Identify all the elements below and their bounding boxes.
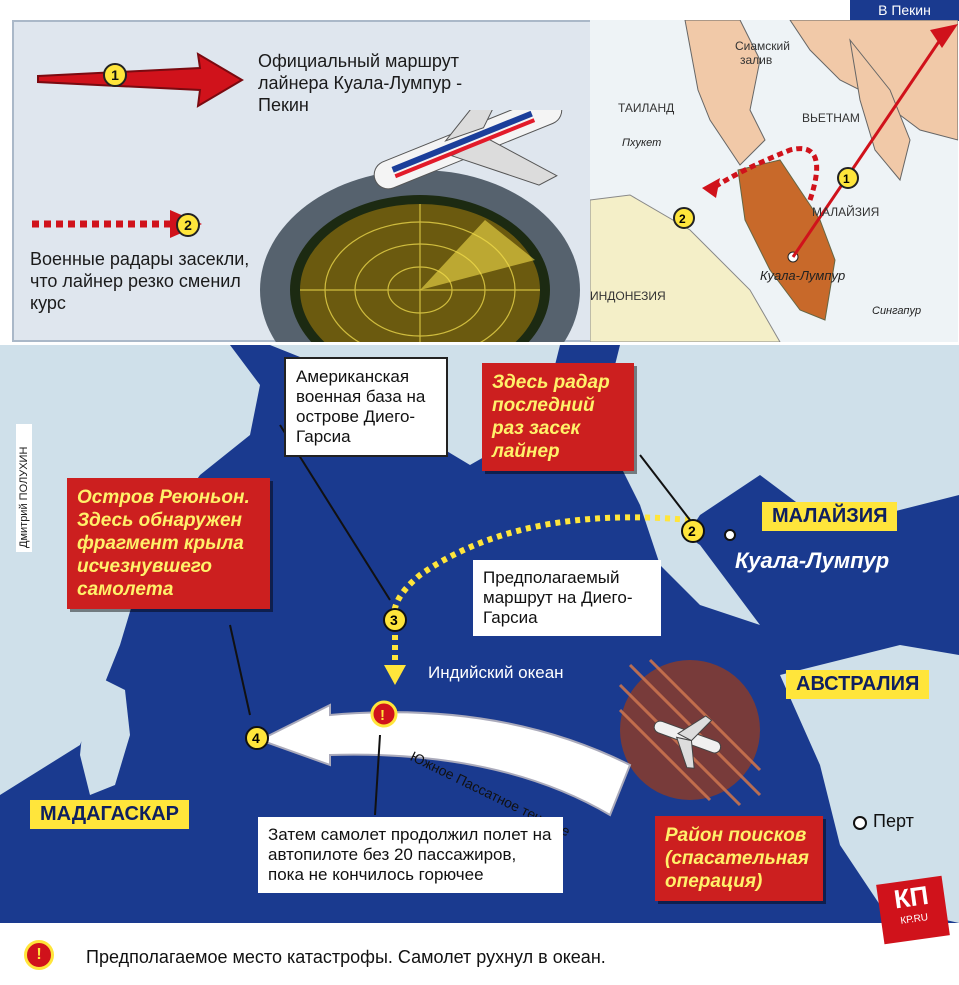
svg-text:4: 4 (252, 730, 260, 746)
radar-plane-illustration (260, 110, 580, 342)
marker-2: 2 (176, 213, 200, 237)
beijing-tab: В Пекин (850, 0, 959, 21)
perth-label: Перт (873, 811, 914, 831)
label-singapore: Сингапур (872, 305, 921, 317)
kuala-lumpur-label: Куала-Лумпур (735, 548, 890, 573)
madagascar-label: МАДАГАСКАР (30, 800, 189, 829)
official-route-arrow-icon (37, 52, 244, 108)
ocean-label: Индийский океан (428, 663, 564, 682)
label-malaysia-inset: МАЛАЙЗИЯ (812, 204, 879, 219)
marker-1: 1 (103, 63, 127, 87)
reunion-callout: Остров Реюньон. Здесь обнаружен фрагмент… (67, 478, 270, 609)
last-radar-callout: Здесь радар последний раз засек лайнер (482, 363, 634, 471)
svg-text:2: 2 (688, 523, 696, 539)
label-indonesia: ИНДОНЕЗИЯ (590, 289, 666, 303)
svg-text:!: ! (380, 707, 385, 724)
svg-text:залив: залив (740, 53, 772, 67)
search-area-callout: Район поисков (спасательная операция) (655, 816, 823, 901)
label-siam-gulf: Сиамский (735, 39, 790, 53)
crash-site-icon: ! (24, 940, 54, 970)
inset-map: 2 1 Сиамский залив ТАИЛАНД ВЬЕТНАМ Пхуке… (590, 20, 958, 342)
official-route-text: Официальный маршрут лайнера Куала-Лумпур… (258, 51, 463, 115)
footer-legend (0, 925, 959, 985)
autopilot-callout: Затем самолет продолжил полет на автопил… (258, 817, 563, 893)
crash-note: Предполагаемое место катастрофы. Самолет… (86, 947, 606, 967)
kp-logo: КП КР.RU (876, 875, 950, 945)
credit-label: Дмитрий ПОЛУХИН (16, 424, 32, 552)
diego-garcia-callout: Американская военная база на острове Дие… (284, 357, 448, 457)
label-vietnam: ВЬЕТНАМ (802, 111, 860, 125)
label-thailand: ТАИЛАНД (618, 101, 674, 115)
svg-text:1: 1 (843, 172, 850, 186)
svg-text:2: 2 (679, 212, 686, 226)
malaysia-label: МАЛАЙЗИЯ (762, 502, 898, 531)
label-phuket: Пхукет (622, 137, 661, 149)
svg-text:3: 3 (390, 612, 398, 628)
label-kl-inset: Куала-Лумпур (760, 268, 845, 283)
radar-route-text: Военные радары засекли, что лайнер резко… (30, 249, 250, 313)
australia-label: АВСТРАЛИЯ (786, 670, 930, 699)
route-note: Предполагаемый маршрут на Диего-Гарсиа (473, 560, 661, 636)
